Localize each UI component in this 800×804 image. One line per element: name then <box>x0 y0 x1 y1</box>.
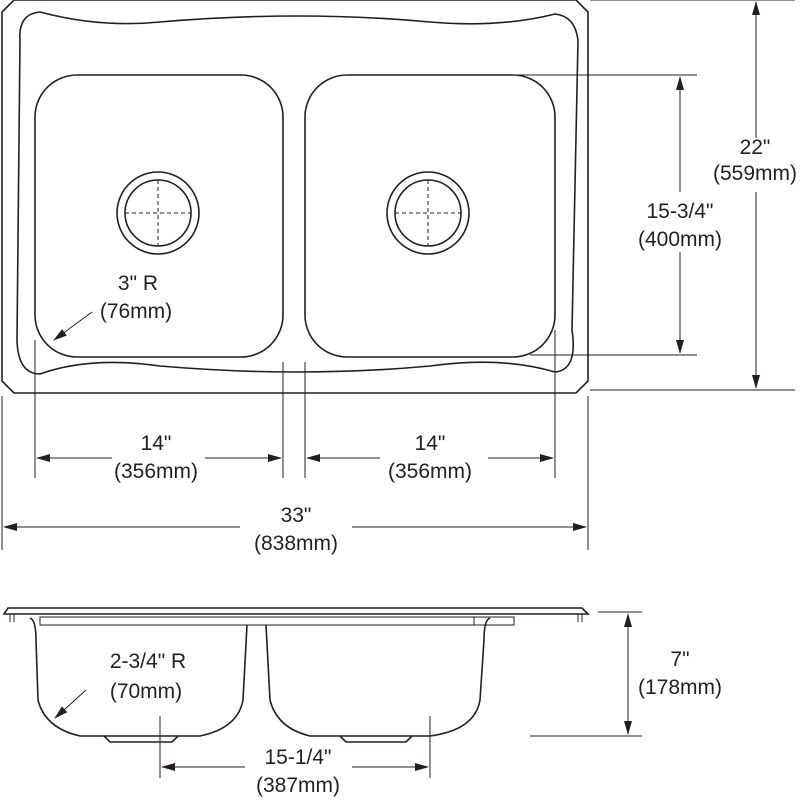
side-rim <box>2 607 590 615</box>
left-drain <box>116 171 200 255</box>
rim-channel <box>39 616 515 626</box>
bowl-length-imperial: 15-3/4" <box>647 200 714 223</box>
side-view: 2-3/4" R (70mm) 7" (178mm) 15-1/4" (387m… <box>2 607 722 797</box>
right-bowl-width-metric: (356mm) <box>388 460 472 483</box>
sink-outer-rim <box>1 0 589 394</box>
overall-width-metric: (838mm) <box>254 532 338 555</box>
left-bowl-profile <box>29 617 248 737</box>
right-drain <box>386 171 470 255</box>
bowl-length-metric: (400mm) <box>638 228 722 251</box>
drain-spacing-metric: (387mm) <box>256 774 340 797</box>
corner-radius-metric: (76mm) <box>100 300 172 323</box>
right-bowl <box>304 74 556 358</box>
left-bowl-width-imperial: 14" <box>141 432 172 455</box>
right-bowl-width-imperial: 14" <box>415 432 446 455</box>
bottom-radius-imperial: 2-3/4" R <box>110 650 186 673</box>
side-rim-channel <box>39 616 475 626</box>
left-bowl <box>34 74 284 358</box>
height-dim-imperial: 22" <box>740 136 771 159</box>
drain-spacing-imperial: 15-1/4" <box>265 746 332 769</box>
bottom-radius-metric: (70mm) <box>110 680 182 703</box>
left-bowl-width-metric: (356mm) <box>114 460 198 483</box>
right-bowl-profile <box>265 617 491 737</box>
depth-metric: (178mm) <box>638 676 722 699</box>
top-view: 22" (559mm) 15-3/4" (400mm) 3" R (76mm) … <box>1 0 797 555</box>
overall-width-imperial: 33" <box>281 504 312 527</box>
right-drain-flange <box>339 735 413 743</box>
depth-imperial: 7" <box>670 648 689 671</box>
corner-radius-imperial: 3" R <box>118 272 158 295</box>
height-dim-metric: (559mm) <box>713 162 797 185</box>
left-drain-flange <box>103 735 179 743</box>
